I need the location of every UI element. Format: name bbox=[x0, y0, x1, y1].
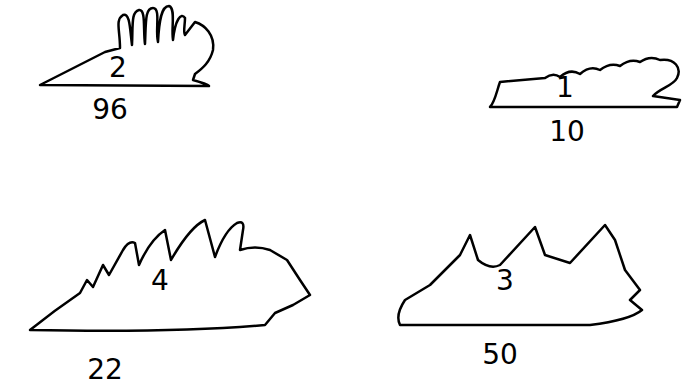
figure-number: 2 bbox=[109, 54, 127, 82]
specimen-number: 22 bbox=[87, 356, 123, 384]
tooth-outline: 2 96 bbox=[35, 0, 220, 125]
tooth-drawing bbox=[390, 215, 650, 370]
figure-number: 4 bbox=[151, 267, 169, 295]
tooth-outline: 1 10 bbox=[485, 50, 685, 150]
tooth-path bbox=[398, 225, 642, 325]
tooth-drawing bbox=[485, 50, 685, 150]
specimen-number: 10 bbox=[549, 118, 585, 146]
figure-number: 3 bbox=[496, 267, 514, 295]
tooth-path bbox=[30, 220, 310, 331]
specimen-number: 96 bbox=[92, 96, 128, 124]
figure-number: 1 bbox=[556, 74, 574, 102]
tooth-path bbox=[40, 6, 213, 86]
specimen-number: 50 bbox=[482, 341, 518, 369]
tooth-drawing bbox=[25, 215, 335, 385]
tooth-outline: 3 50 bbox=[390, 215, 650, 370]
tooth-path bbox=[490, 58, 680, 107]
tooth-outline: 4 22 bbox=[25, 215, 335, 385]
